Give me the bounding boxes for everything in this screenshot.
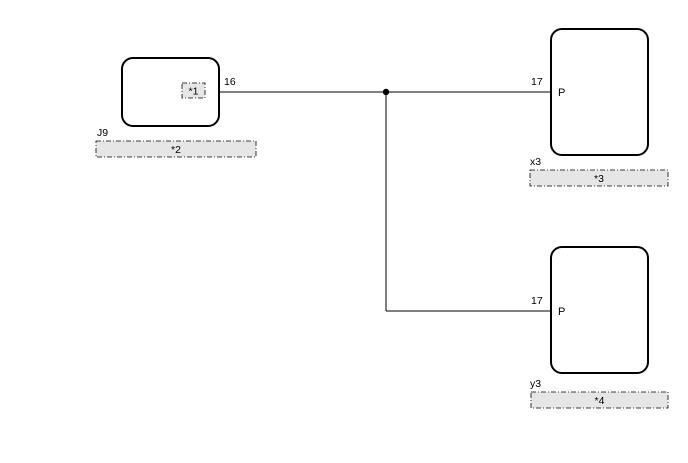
name-tag-y3-text: *4: [595, 395, 605, 407]
name-tag-y3: [530, 391, 669, 409]
pin-number-j9: 16: [224, 76, 236, 88]
connector-label-x3: x3: [530, 156, 541, 168]
name-tag-j9: [95, 140, 257, 158]
component-y3: 17 P y3 *4: [530, 246, 669, 409]
component-y3-box: [550, 246, 649, 374]
component-j9: *1 16 J9 *2: [95, 57, 257, 158]
name-tag-j9-text: *2: [171, 144, 181, 156]
connector-label-j9: J9: [97, 127, 108, 139]
connector-label-y3: y3: [530, 378, 541, 390]
pin-number-y3: 17: [531, 295, 543, 307]
callout-tag-1: [181, 82, 206, 99]
component-x3: 17 P x3 *3: [529, 28, 669, 187]
callout-tag-1-text: *1: [189, 86, 199, 98]
component-j9-box: [121, 57, 220, 127]
name-tag-x3-text: *3: [594, 173, 604, 185]
component-x3-box: [550, 28, 649, 156]
terminal-label-y3: P: [558, 306, 565, 318]
terminal-label-x3: P: [558, 87, 565, 99]
splice-junction: [382, 88, 390, 96]
name-tag-x3: [529, 169, 669, 187]
pin-number-x3: 17: [531, 76, 543, 88]
